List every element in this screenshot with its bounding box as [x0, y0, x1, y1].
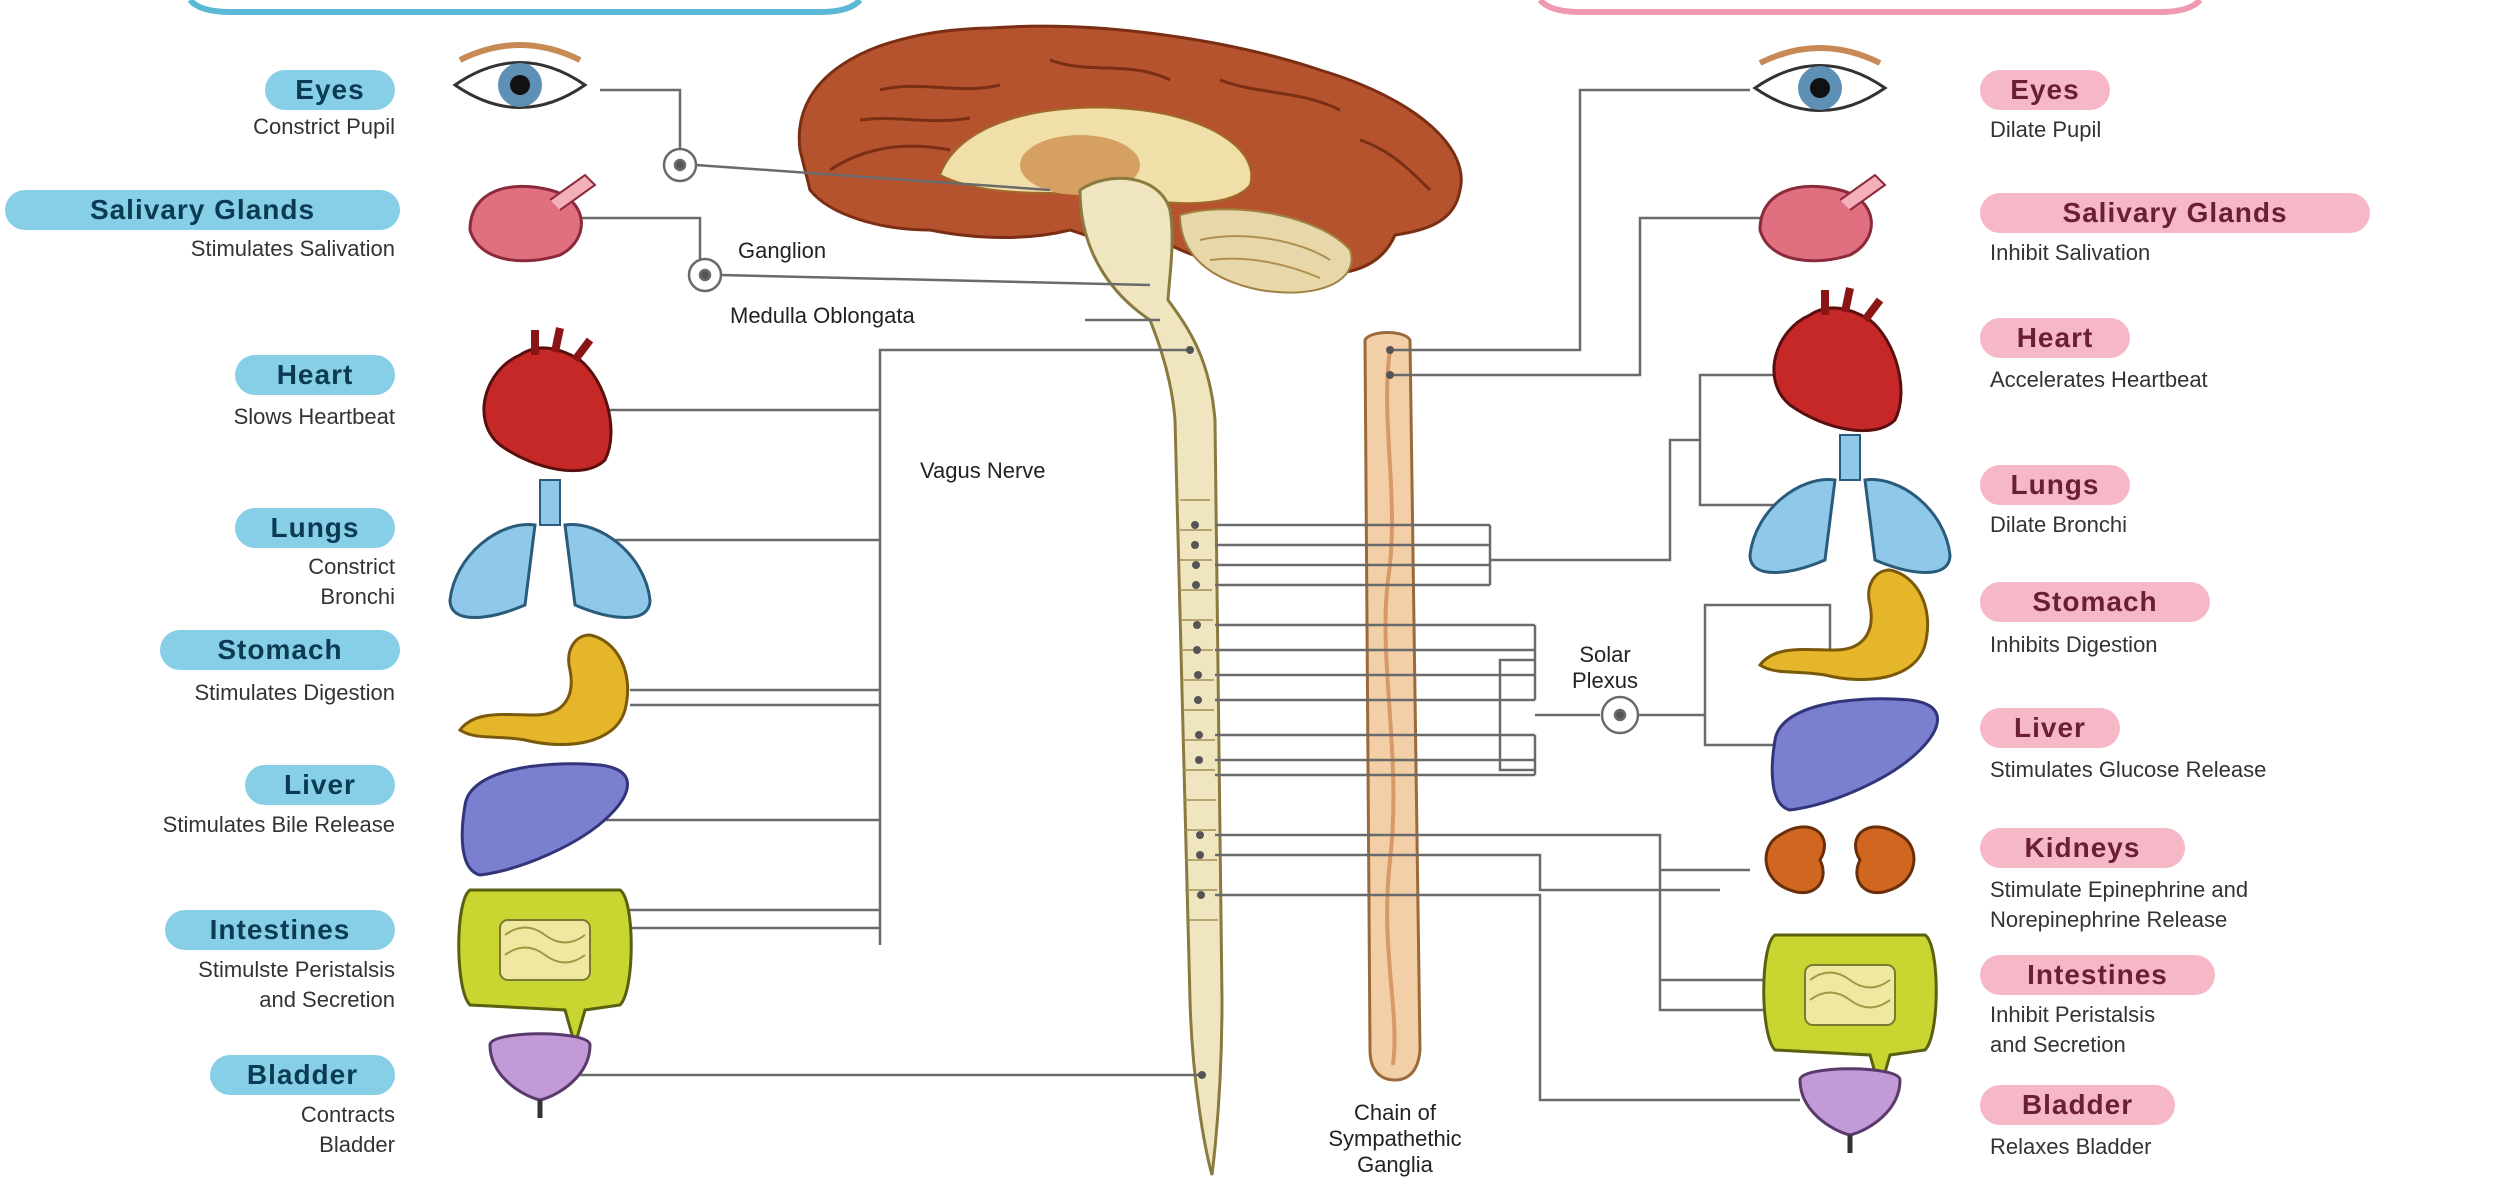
symp-effect-intestines: Inhibit Peristalsis and Secretion	[1990, 1000, 2330, 1060]
para-organ-lungs: Lungs	[235, 508, 395, 548]
symp-organ-bladder: Bladder	[1980, 1085, 2175, 1125]
salivary-gland-icon	[470, 175, 595, 261]
para-organ-stomach: Stomach	[160, 630, 400, 670]
solar-plexus-label: Solar Plexus	[1555, 642, 1655, 694]
kidneys-icon	[1766, 827, 1914, 893]
ganglion-label: Ganglion	[738, 238, 826, 264]
symp-effect-salivary-glands: Inhibit Salivation	[1990, 238, 2350, 268]
symp-effect-heart: Accelerates Heartbeat	[1990, 365, 2430, 395]
symp-organ-liver: Liver	[1980, 708, 2120, 748]
vagus-nerve-label: Vagus Nerve	[920, 458, 1046, 484]
lungs-icon	[1750, 435, 1950, 573]
symp-effect-liver: Stimulates Glucose Release	[1990, 755, 2460, 785]
symp-organ-eyes: Eyes	[1980, 70, 2110, 110]
symp-organ-heart: Heart	[1980, 318, 2130, 358]
symp-effect-kidneys: Stimulate Epinephrine and Norepinephrine…	[1990, 875, 2470, 935]
bladder-icon	[490, 1034, 590, 1118]
liver-icon	[462, 764, 627, 875]
heart-icon	[1774, 288, 1901, 431]
symp-effect-lungs: Dilate Bronchi	[1990, 510, 2290, 540]
symp-effect-eyes: Dilate Pupil	[1990, 115, 2290, 145]
sympathetic-chain-label: Chain of Sympathethic Ganglia	[1305, 1100, 1485, 1178]
para-effect-bladder: Contracts Bladder	[200, 1100, 395, 1160]
symp-organ-stomach: Stomach	[1980, 582, 2210, 622]
para-organ-liver: Liver	[245, 765, 395, 805]
para-effect-eyes: Constrict Pupil	[120, 112, 395, 142]
para-effect-heart: Slows Heartbeat	[90, 402, 395, 432]
para-organ-bladder: Bladder	[210, 1055, 395, 1095]
intestines-icon	[1764, 935, 1937, 1090]
medulla-oblongata-label: Medulla Oblongata	[730, 303, 915, 329]
para-effect-liver: Stimulates Bile Release	[5, 810, 395, 840]
symp-organ-lungs: Lungs	[1980, 465, 2130, 505]
liver-icon	[1772, 699, 1937, 810]
sympathetic-ganglia-chain	[1365, 333, 1420, 1081]
parasympathetic-header-fragment	[190, 0, 860, 12]
stomach-icon	[460, 635, 628, 745]
para-effect-salivary-glands: Stimulates Salivation	[20, 234, 395, 264]
eye-icon	[1755, 48, 1885, 111]
para-effect-intestines: Stimulste Peristalsis and Secretion	[20, 955, 395, 1015]
para-organ-intestines: Intestines	[165, 910, 395, 950]
bladder-icon	[1800, 1069, 1900, 1153]
para-organ-salivary-glands: Salivary Glands	[5, 190, 400, 230]
symp-organ-intestines: Intestines	[1980, 955, 2215, 995]
para-effect-lungs: Constrict Bronchi	[215, 552, 395, 612]
stomach-icon	[1760, 570, 1928, 680]
heart-icon	[484, 328, 611, 471]
symp-organ-salivary-glands: Salivary Glands	[1980, 193, 2370, 233]
intestines-icon	[459, 890, 632, 1045]
symp-organ-kidneys: Kidneys	[1980, 828, 2185, 868]
para-effect-stomach: Stimulates Digestion	[20, 678, 395, 708]
symp-effect-stomach: Inhibits Digestion	[1990, 630, 2350, 660]
symp-effect-bladder: Relaxes Bladder	[1990, 1132, 2290, 1162]
para-organ-eyes: Eyes	[265, 70, 395, 110]
sympathetic-header-fragment	[1540, 0, 2200, 12]
lungs-icon	[450, 480, 650, 618]
salivary-gland-icon	[1760, 175, 1885, 261]
para-organ-heart: Heart	[235, 355, 395, 395]
eye-icon	[455, 45, 585, 108]
